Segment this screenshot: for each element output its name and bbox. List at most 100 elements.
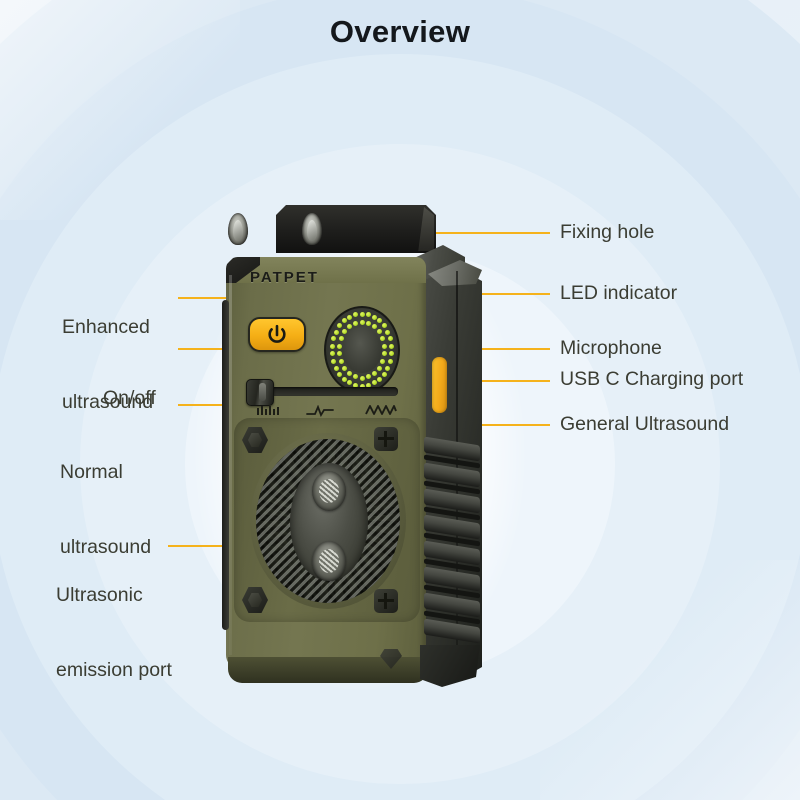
callout-line-2: ultrasound <box>60 536 152 558</box>
led-dot <box>337 323 343 329</box>
normal-ultrasound-mark <box>256 405 282 417</box>
device-bottom-face <box>228 657 428 683</box>
leader-fixing-hole <box>428 232 550 234</box>
corner-highlight-top-left <box>0 0 240 220</box>
led-dot <box>382 343 388 349</box>
led-dot <box>329 351 335 357</box>
callout-ultrasonic-emission-port: Ultrasonic emission port <box>56 533 172 733</box>
led-dot <box>365 312 371 318</box>
led-dot <box>359 311 365 317</box>
led-dot <box>382 351 388 357</box>
led-dot <box>385 329 391 335</box>
leader-on-off <box>178 348 254 350</box>
page-title: Overview <box>329 14 471 49</box>
led-dot <box>385 365 391 371</box>
led-dot <box>347 314 353 320</box>
bolt-inner <box>248 593 262 607</box>
led-dot <box>330 358 336 364</box>
bolt-top-left <box>242 427 268 453</box>
led-dot <box>347 323 353 329</box>
led-dot <box>329 343 335 349</box>
fixing-hole-inner <box>307 220 317 241</box>
fixing-hole-right <box>302 213 322 245</box>
bolt-inner <box>248 433 262 447</box>
callout-led-indicator: LED indicator <box>560 282 678 304</box>
device-bottom-dark-face <box>420 645 480 687</box>
led-dot <box>389 351 395 357</box>
callout-line-1: Ultrasonic <box>56 584 143 606</box>
led-dot <box>330 336 336 342</box>
led-dot <box>342 365 348 371</box>
led-dot <box>389 343 395 349</box>
led-dot <box>381 323 387 329</box>
screw-bottom-right <box>374 589 398 613</box>
power-button[interactable] <box>248 317 306 352</box>
leader-usb-c <box>440 380 550 382</box>
callout-enhanced-ultrasound: Enhanced ultrasound <box>62 265 153 465</box>
led-dot <box>377 318 383 324</box>
led-dot <box>371 314 377 320</box>
callout-usb-c-charging-port: USB C Charging port <box>560 368 744 390</box>
emitter-core <box>319 549 339 573</box>
microphone-center <box>342 327 382 373</box>
callout-on-off: On/off <box>103 336 156 461</box>
led-dot <box>341 376 347 382</box>
led-dot <box>353 382 359 388</box>
callout-normal-ultrasound: Normal ultrasound <box>60 410 151 610</box>
led-dot <box>359 375 365 381</box>
led-dot <box>359 319 365 325</box>
callout-line-1: Enhanced <box>62 316 150 338</box>
knob-highlight <box>259 383 266 401</box>
led-dot <box>377 376 383 382</box>
callout-general-ultrasound: General Ultrasound <box>560 413 730 435</box>
led-dot <box>371 380 377 386</box>
led-dot <box>353 320 359 326</box>
led-dot <box>365 320 371 326</box>
callout-line-1: On/off <box>103 387 156 409</box>
brand-logo: PATPET <box>250 269 319 286</box>
enhanced-ultrasound-mark <box>306 405 334 417</box>
callout-fixing-hole: Fixing hole <box>560 221 655 243</box>
fixing-hole-inner <box>233 220 243 241</box>
led-dot <box>380 335 386 341</box>
callout-line-1: Normal <box>60 461 123 483</box>
led-dot <box>347 380 353 386</box>
screw-top-right <box>374 427 398 451</box>
led-dot <box>371 323 377 329</box>
led-dot <box>333 329 339 335</box>
usb-c-port-flap[interactable] <box>432 357 447 413</box>
device-left-edge-strip <box>222 300 229 630</box>
led-dot <box>353 312 359 318</box>
callout-microphone: Microphone <box>560 337 662 359</box>
led-dot <box>338 359 344 365</box>
mode-slider-track <box>258 387 398 396</box>
microphone-led-ring <box>324 306 400 394</box>
corner-highlight-bottom-right <box>540 560 800 800</box>
led-dot <box>388 336 394 342</box>
led-dot <box>376 329 382 335</box>
led-dot <box>336 343 342 349</box>
led-dot <box>359 383 365 389</box>
led-dot <box>347 371 353 377</box>
led-dot <box>381 371 387 377</box>
device-left-edge-highlight <box>229 275 232 655</box>
emitter-core <box>319 479 339 503</box>
led-dot <box>342 329 348 335</box>
general-ultrasound-mark <box>364 403 398 415</box>
led-dot <box>365 382 371 388</box>
led-dot <box>337 371 343 377</box>
led-dot <box>380 359 386 365</box>
bracket-highlight <box>418 207 434 251</box>
led-dot <box>376 365 382 371</box>
mounting-bracket <box>276 205 436 253</box>
led-dot <box>338 335 344 341</box>
device-illustration: PATPET <box>198 205 508 687</box>
ultrasonic-emitter-top <box>312 471 346 511</box>
led-dot <box>388 358 394 364</box>
mode-slider-knob[interactable] <box>246 379 274 406</box>
led-dot <box>365 374 371 380</box>
led-dot <box>353 374 359 380</box>
power-icon <box>268 324 286 343</box>
led-dot <box>341 318 347 324</box>
